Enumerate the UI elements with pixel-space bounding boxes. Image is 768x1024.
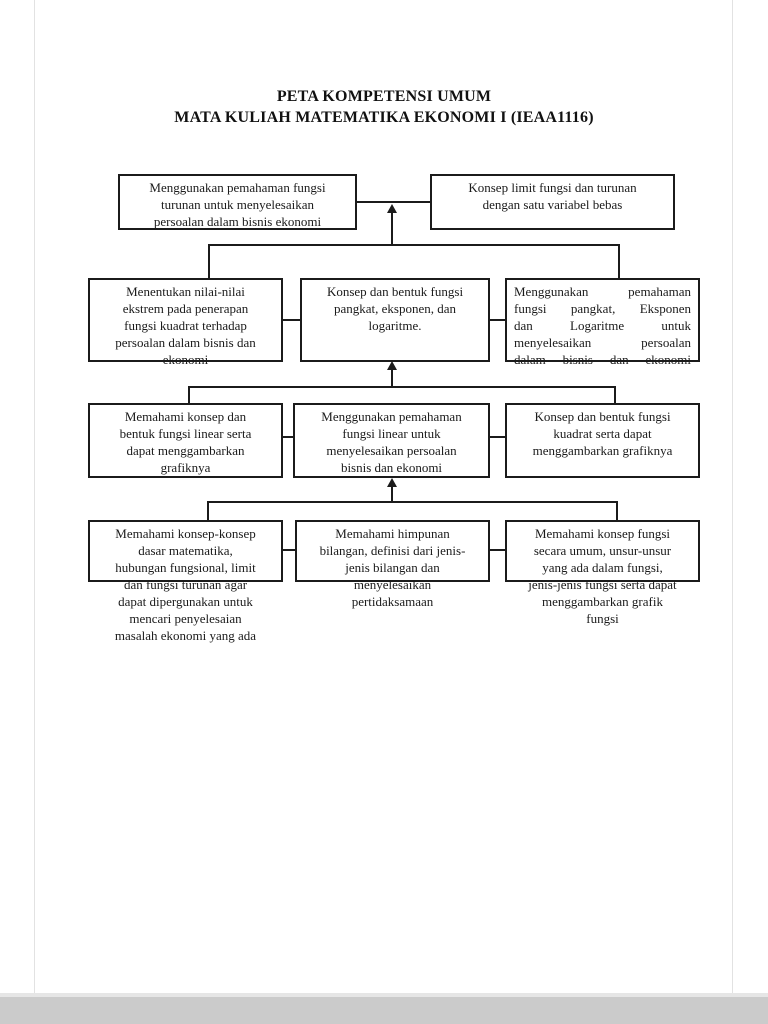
page-edge-right: [732, 0, 733, 996]
connector-row2-left-mid: [283, 319, 300, 321]
arrow-up-to-row3-tail: [391, 486, 393, 502]
connector-dist-1-right-drop: [618, 246, 620, 279]
connector-dist-3-right-drop: [616, 503, 618, 521]
arrow-up-to-row2-icon: [387, 361, 397, 370]
node-konsep-fungsi-linear: Memahami konsep dan bentuk fungsi linear…: [88, 403, 283, 478]
node-himpunan-bilangan-pertidaksamaan: Memahami himpunan bilangan, definisi dar…: [295, 520, 490, 609]
node-aplikasi-fungsi-linear: Menggunakan pemahaman fungsi linear untu…: [293, 403, 490, 478]
connector-dist-2-right-drop: [614, 388, 616, 405]
node-konsep-limit-turunan: Konsep limit fungsi dan turunan dengan s…: [430, 174, 675, 230]
connector-row1-horizontal: [355, 201, 432, 203]
node-aplikasi-pangkat-eksponen-logaritme: Menggunakan pemahaman fungsi pangkat, Ek…: [505, 278, 700, 367]
node-fungsi-turunan-aplikasi: Menggunakan pemahaman fungsi turunan unt…: [118, 174, 357, 230]
connector-dist-2-left-drop: [188, 388, 190, 405]
connector-row3-mid-right: [490, 436, 505, 438]
node-konsep-dasar-matematika: Memahami konsep-konsep dasar matematika,…: [88, 520, 283, 643]
connector-row2-mid-right: [490, 319, 505, 321]
node-konsep-fungsi-umum: Memahami konsep fungsi secara umum, unsu…: [505, 520, 700, 626]
title-line-1: PETA KOMPETENSI UMUM: [276, 88, 492, 105]
arrow-up-to-row3-icon: [387, 478, 397, 487]
connector-row4-mid-right: [490, 549, 505, 551]
connector-row4-left-mid: [283, 549, 295, 551]
connector-dist-3: [207, 501, 618, 503]
arrow-up-to-row1-tail: [391, 212, 393, 246]
connector-dist-2: [188, 386, 616, 388]
connector-dist-1-left-drop: [208, 246, 210, 279]
page-bottom-fade: [0, 993, 768, 997]
page-bottom-strip: [0, 997, 768, 1024]
connector-dist-1: [208, 244, 620, 246]
node-konsep-fungsi-kuadrat: Konsep dan bentuk fungsi kuadrat serta d…: [505, 403, 700, 478]
title-line-2: MATA KULIAH MATEMATIKA EKONOMI I (IEAA11…: [174, 109, 594, 126]
connector-row3-left-mid: [283, 436, 293, 438]
arrow-up-to-row2-tail: [391, 369, 393, 388]
page-edge-left: [34, 0, 35, 996]
node-nilai-ekstrem-kuadrat: Menentukan nilai-nilai ekstrem pada pene…: [88, 278, 283, 367]
node-konsep-pangkat-eksponen-logaritme: Konsep dan bentuk fungsi pangkat, ekspon…: [300, 278, 490, 362]
arrow-up-to-row1-icon: [387, 204, 397, 213]
connector-dist-3-left-drop: [207, 503, 209, 521]
page-title: PETA KOMPETENSI UMUM MATA KULIAH MATEMAT…: [0, 86, 768, 128]
